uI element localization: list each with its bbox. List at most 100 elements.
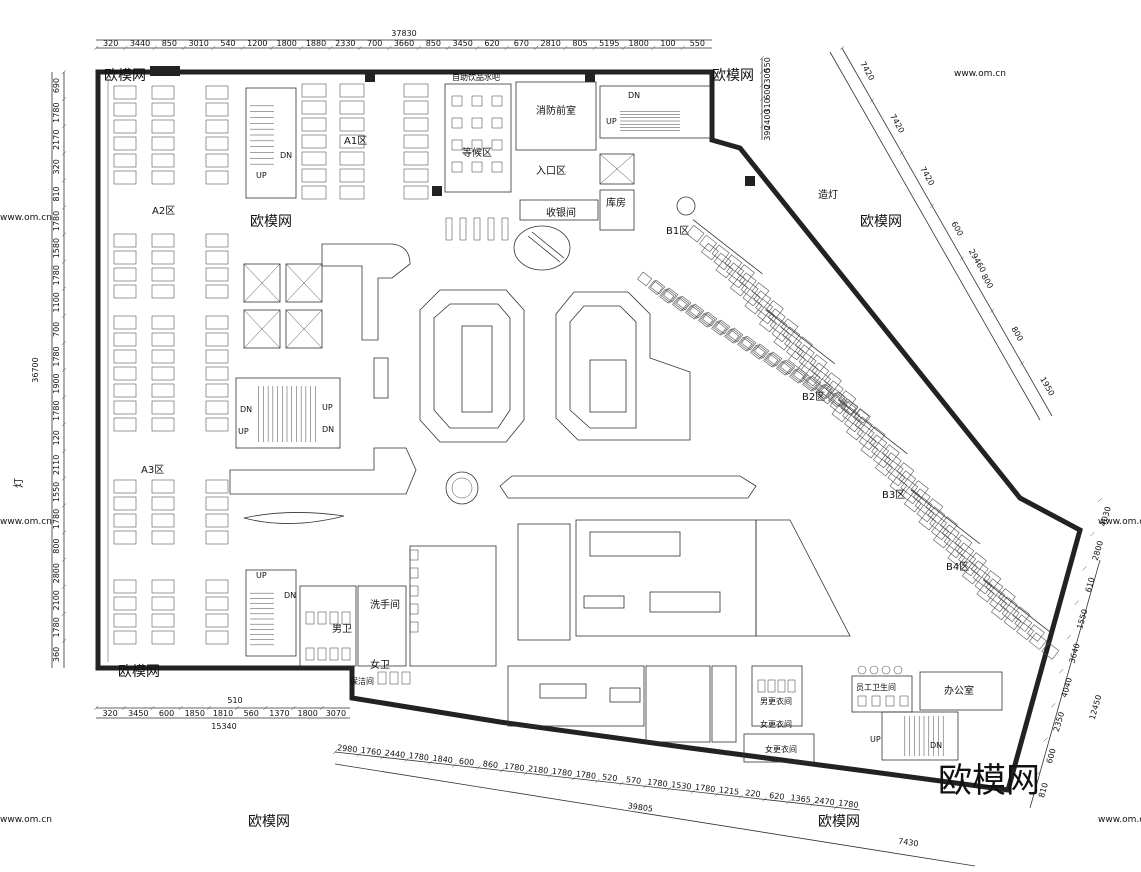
cashier-label: 收银间 <box>546 206 576 219</box>
left-total-dim: 36700 <box>31 357 40 382</box>
watermark: 欧模网 <box>712 68 754 84</box>
zone-a2-label: A2区 <box>152 205 175 217</box>
stair-up-label: UP <box>870 735 881 744</box>
dim-label: 800 <box>1009 325 1024 343</box>
dim-label: 3440 <box>130 39 150 48</box>
dim-label: 1550 <box>1075 608 1089 630</box>
dim-label: 390 <box>763 126 772 141</box>
kitchen-area <box>409 519 851 743</box>
dim-label: 600 <box>1045 747 1058 764</box>
lamp-label: 灯 <box>13 478 25 488</box>
left-dimension-line: 36700 灯 69017802170320810178015801780110… <box>13 69 67 668</box>
watermark: 欧模网 <box>104 68 146 84</box>
dim-label: 600 <box>763 85 772 100</box>
dim-label: 3450 <box>452 39 472 48</box>
right-lower-total-dim: 12450 <box>1088 694 1104 721</box>
dim-label: 7420 <box>918 165 936 187</box>
watermark-url: www.om.cn <box>0 213 52 223</box>
stair-dn-label: DN <box>240 405 252 414</box>
dim-label: 1780 <box>647 777 668 788</box>
dim-label: 4040 <box>1060 677 1074 699</box>
female-wc-label: 女卫 <box>370 658 390 671</box>
dim-label: 1780 <box>838 798 859 809</box>
dim-label: 560 <box>244 709 259 718</box>
stair-dn-label: DN <box>930 741 942 750</box>
zone-b3-label: B3区 <box>882 489 905 501</box>
dim-label: 1780 <box>52 346 61 366</box>
dim-label: 1780 <box>575 769 596 780</box>
female-locker-label: 女更衣间 <box>760 719 792 729</box>
watermarks: 欧模网 欧模网 欧模网 欧模网 欧模网 欧模网 欧模网 www.om.cn ww… <box>0 68 1141 830</box>
watermark: 欧模网 <box>250 214 292 230</box>
male-wc-label: 男卫 <box>332 623 352 635</box>
dim-label: 620 <box>484 39 499 48</box>
dim-label: 1780 <box>52 265 61 285</box>
dim-label: 1780 <box>551 767 572 778</box>
column <box>745 176 755 186</box>
office-label: 办公室 <box>944 684 974 697</box>
dim-label: 600 <box>458 757 474 768</box>
dim-label: 3450 <box>128 709 148 718</box>
dim-label: 1530 <box>671 780 692 791</box>
dim-label: 3070 <box>326 709 346 718</box>
stair-up-label: UP <box>256 171 267 180</box>
dim-label: 850 <box>426 39 441 48</box>
dim-label: 1900 <box>52 373 61 393</box>
dim-label: 610 <box>1084 576 1097 593</box>
fire-control-label: 消防前室 <box>536 104 576 117</box>
stair-up-label: UP <box>238 427 249 436</box>
bottom-left-extra-dim: 510 <box>227 696 242 705</box>
stair-dn-label: DN <box>322 425 334 434</box>
dim-label: 320 <box>52 159 61 174</box>
dim-label: 1780 <box>52 211 61 231</box>
zone-a1-label: A1区 <box>344 135 367 147</box>
stair-up-label: UP <box>256 571 267 580</box>
dim-label: 1580 <box>52 238 61 258</box>
dim-label: 2800 <box>1091 540 1105 562</box>
top-total-dim: 37830 <box>391 29 416 38</box>
dim-label: 570 <box>625 775 641 786</box>
watermark-url: www.om.cn <box>0 517 52 527</box>
dim-label: 3640 <box>1067 642 1081 664</box>
dim-label: 860 <box>482 759 498 770</box>
dim-label: 810 <box>52 186 61 201</box>
stair-dn-label: DN <box>280 151 292 160</box>
dim-label: 540 <box>220 39 235 48</box>
watermark-url: www.om.cn <box>1098 815 1141 825</box>
staff-rooms: 男更衣间 女更衣间 女更衣间 员工卫生间 办公室 <box>743 665 1003 763</box>
stair-middle: DN UP UP DN <box>235 377 341 449</box>
buffet-counters <box>229 243 757 524</box>
dim-label: 2350 <box>1052 711 1066 733</box>
dim-label: 1780 <box>695 783 716 794</box>
dim-label: 2470 <box>814 796 835 807</box>
dim-label: 320 <box>102 709 117 718</box>
dim-label: 2810 <box>540 39 560 48</box>
watermark: 欧模网 <box>818 814 860 830</box>
dim-label: 805 <box>572 39 587 48</box>
dim-label: 550 <box>763 57 772 72</box>
entrance-label: 入口区 <box>536 165 566 177</box>
dim-label: 3660 <box>394 39 414 48</box>
watermark: 欧模网 <box>860 214 902 230</box>
dim-label: 1365 <box>790 793 811 804</box>
light-label: 造灯 <box>818 188 838 201</box>
dim-label: 1550 <box>52 482 61 502</box>
dim-label: 670 <box>514 39 529 48</box>
stair-bottom-right: UP DN <box>870 711 959 761</box>
dim-label: 1840 <box>432 754 453 765</box>
dim-label: 3010 <box>188 39 208 48</box>
dim-label: 1950 <box>1038 375 1056 397</box>
brand-watermark: 欧模网 <box>938 761 1040 801</box>
dim-label: 810 <box>1037 782 1050 799</box>
cleaning-label: 保洁间 <box>350 676 374 686</box>
column <box>432 186 442 196</box>
bottom-right-dim: 7430 <box>898 837 919 849</box>
dim-label: 120 <box>52 430 61 445</box>
stair-dn-label: DN <box>628 91 640 100</box>
female-locker-label-2: 女更衣间 <box>765 744 797 754</box>
bottom-left-total-dim: 15340 <box>211 722 236 731</box>
stair-top-left: UP DN <box>245 87 297 199</box>
